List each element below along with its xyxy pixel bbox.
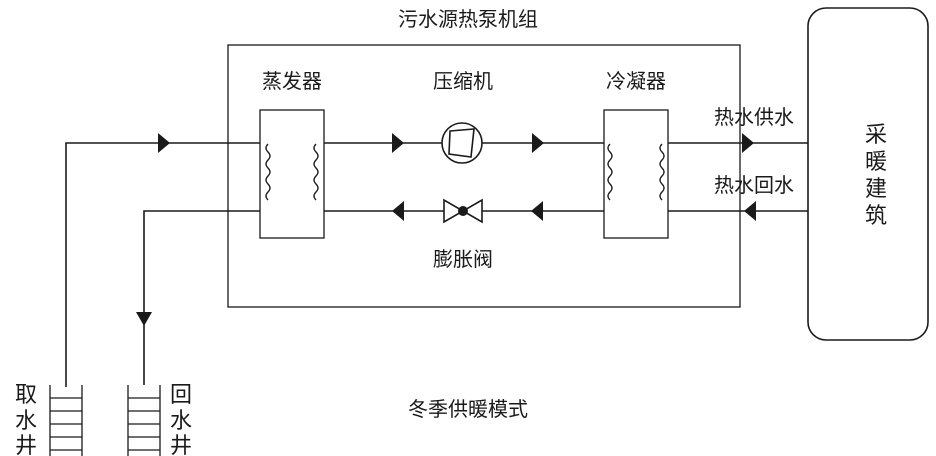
return-well [127,385,161,456]
compressor [441,122,483,164]
condenser-label: 冷凝器 [606,69,666,93]
return-well-label-char-1: 回 [170,383,192,408]
intake-well-label-char-1: 取 [15,383,37,408]
return-well-label-char-3: 井 [170,434,192,456]
evaporator-coil-right [313,143,319,201]
flow-arrow-evap-in [392,201,404,221]
evaporator [259,109,325,239]
flow-arrow-return [744,201,756,221]
hot-water-supply-label: 热水供水 [714,105,794,129]
building-label-char-1: 采 [865,123,887,148]
flow-arrow-cond-out [531,201,543,221]
return-well-label-char-2: 水 [170,409,192,434]
compressor-rotor [448,128,475,158]
expansion-valve-label: 膨胀阀 [433,247,493,271]
condenser [603,109,669,239]
intake-well-label-char-2: 水 [15,409,37,434]
compressor-label: 压缩机 [433,69,493,93]
heated-building-box [807,7,929,341]
intake-well [49,385,83,456]
flow-arrow-return-down [136,312,152,326]
building-label-char-4: 筑 [865,204,887,229]
hot-water-return-label: 热水回水 [714,173,794,197]
condenser-coil-left [607,143,613,201]
flow-arrow-evap-out [392,133,404,153]
heat-pump-unit-box [227,44,741,308]
expansion-valve [443,198,483,224]
flow-arrow-supply [742,133,754,153]
condenser-coil-right [659,143,665,201]
building-label-char-2: 暖 [865,150,887,175]
evaporator-label: 蒸发器 [262,69,322,93]
flow-arrow-cond-in [532,133,544,153]
condenser-box [603,109,669,239]
valve-center-dot [458,206,468,216]
sewage-return-pipe [143,210,260,314]
valve-left-triangle [443,198,465,224]
mode-caption: 冬季供暖模式 [408,397,528,421]
compressor-circle [441,122,483,164]
building-label-char-3: 建 [865,177,887,202]
valve-right-triangle [461,198,483,224]
flow-arrow-intake [158,133,170,153]
evaporator-box [259,109,325,239]
intake-well-label-char-3: 井 [15,434,37,456]
diagram-title: 污水源热泵机组 [398,7,538,31]
sewage-intake-pipe [65,142,260,387]
evaporator-coil-left [265,143,271,201]
